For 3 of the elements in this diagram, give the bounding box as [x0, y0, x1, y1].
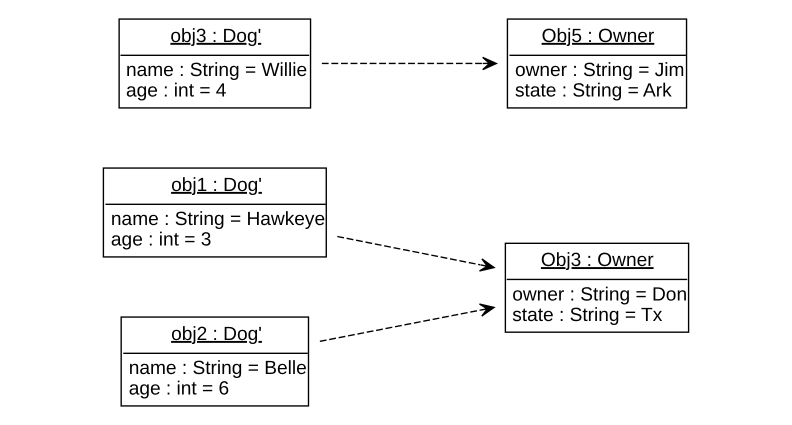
arrow [337, 236, 495, 272]
arrow [322, 56, 498, 70]
arrow [320, 303, 495, 342]
